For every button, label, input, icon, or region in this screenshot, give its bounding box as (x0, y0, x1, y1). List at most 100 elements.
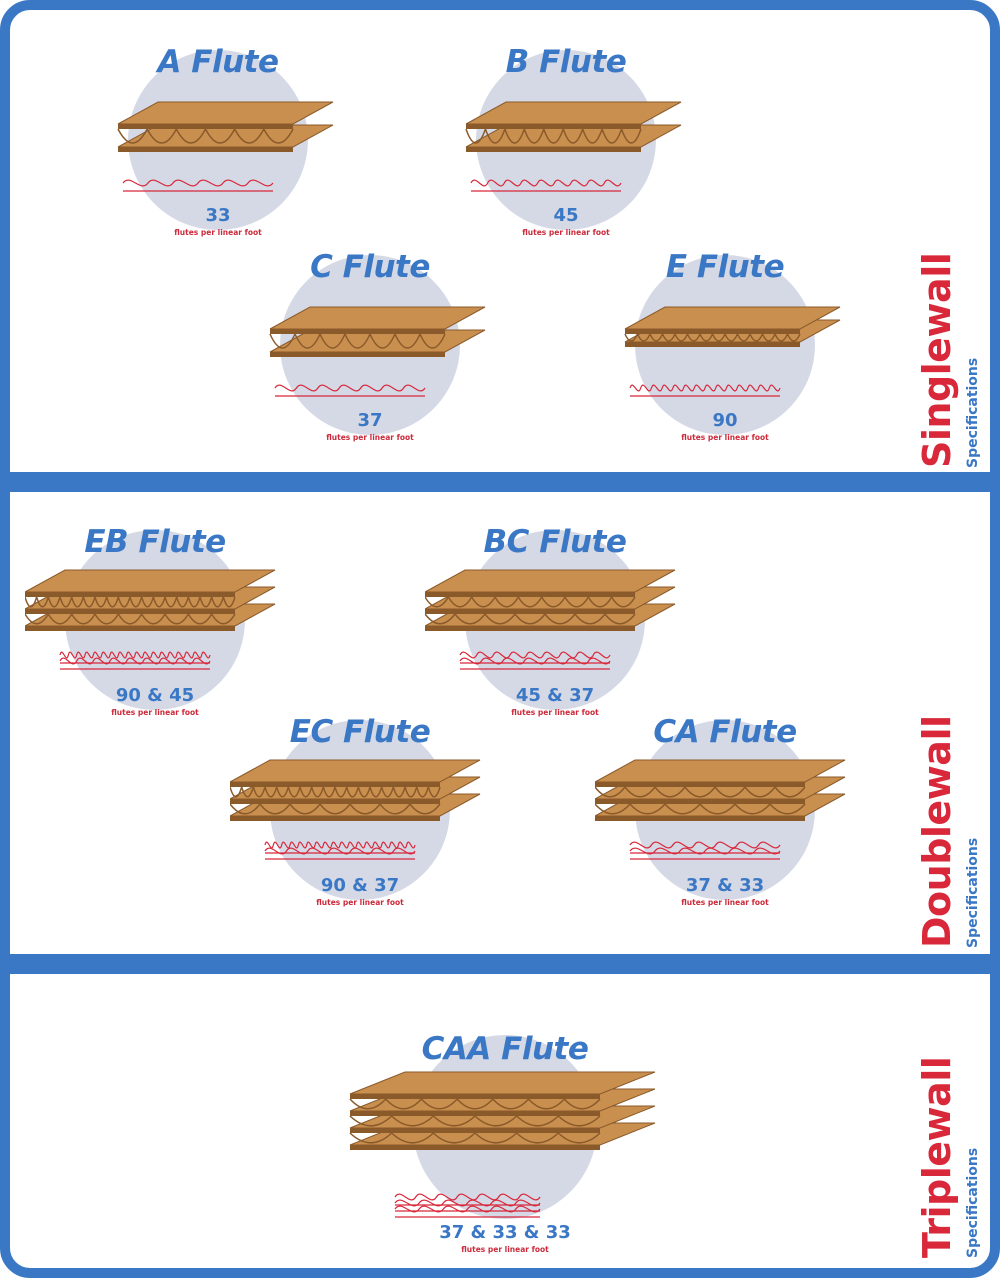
section-label-doublewall: Doublewall Specifications (905, 700, 985, 950)
sheet-edge (25, 609, 235, 614)
flute-wave (394, 1199, 541, 1207)
flute-illustration (230, 720, 481, 900)
flute-count: 90 & 37 (320, 875, 400, 896)
section-title: Singlewall (915, 252, 959, 468)
flute-illustration (269, 255, 486, 435)
flute-wave (274, 384, 426, 392)
flute-wave (629, 847, 781, 855)
sheet-edge (425, 626, 635, 631)
flute-unit: flutes per linear foot (461, 1245, 549, 1254)
sheet-edge (425, 592, 635, 597)
flute-title: A Flute (157, 44, 280, 80)
corrugated-medium (624, 332, 801, 342)
flute-illustration (465, 50, 682, 230)
sheet-edge (25, 626, 235, 631)
sheet-edge (625, 342, 800, 347)
flute-wave (394, 1193, 541, 1201)
flute-card: EB Flute 90 & 45 flutes per linear foot (25, 520, 285, 750)
flute-wave (264, 841, 416, 849)
flute-unit: flutes per linear foot (316, 898, 404, 907)
sheet-edge (350, 1128, 600, 1133)
flute-card: EC Flute 90 & 37 flutes per linear foot (230, 710, 490, 940)
sheet-edge (230, 799, 440, 804)
sheet-edge (118, 124, 293, 129)
flute-unit: flutes per linear foot (326, 433, 414, 442)
corrugated-medium (349, 1114, 601, 1127)
flute-illustration (595, 720, 846, 900)
sheet-edge (466, 124, 641, 129)
flute-count: 37 & 33 & 33 (439, 1222, 571, 1243)
flute-count: 33 (205, 205, 231, 226)
flute-title: EB Flute (84, 524, 226, 560)
section-title: Triplewall (915, 1056, 959, 1258)
flute-wave (264, 847, 416, 855)
flute-title: CAA Flute (421, 1031, 589, 1067)
flute-unit: flutes per linear foot (511, 708, 599, 717)
flute-count: 45 & 37 (515, 685, 595, 706)
flute-wave (59, 657, 211, 665)
sheet-edge (350, 1111, 600, 1116)
corrugated-medium (25, 594, 236, 608)
section-subtitle: Specifications (965, 837, 981, 948)
flute-card: CAA Flute 37 & 33 & 33 flutes per linear f… (345, 1027, 665, 1267)
flute-card: B Flute 45 flutes per linear foot (446, 40, 686, 270)
liner-sheet (230, 759, 481, 783)
sheet-edge (595, 782, 805, 787)
corrugated-medium (25, 612, 236, 625)
flute-wave (459, 651, 611, 659)
sheet-edge (425, 609, 635, 614)
corrugated-medium (230, 784, 441, 798)
flute-illustration (117, 50, 334, 230)
flute-unit: flutes per linear foot (522, 228, 610, 237)
section-title: Doublewall (915, 715, 959, 949)
sheet-edge (350, 1094, 600, 1099)
flute-count: 45 (553, 205, 579, 226)
sheet-edge (595, 816, 805, 821)
sheet-edge (270, 329, 445, 334)
flute-count: 90 & 45 (115, 685, 195, 706)
section-divider (0, 472, 1000, 492)
corrugated-medium (425, 612, 636, 625)
flute-illustration (624, 255, 841, 435)
liner-sheet (425, 569, 676, 593)
section-label-triplewall: Triplewall Specifications (905, 1040, 985, 1260)
corrugated-medium (465, 126, 642, 144)
flute-title: E Flute (665, 249, 785, 285)
flute-wave (59, 651, 211, 659)
flute-wave (459, 657, 611, 665)
corrugated-medium (425, 595, 636, 608)
flute-title: B Flute (505, 44, 627, 80)
sheet-edge (625, 329, 800, 334)
flute-count: 37 (357, 410, 383, 431)
flute-wave (122, 179, 274, 187)
section-subtitle: Specifications (965, 357, 981, 468)
corrugated-medium (595, 802, 806, 815)
corrugated-medium (349, 1097, 601, 1110)
flute-illustration (349, 1035, 656, 1219)
flute-title: CA Flute (653, 714, 797, 750)
flute-card: C Flute 37 flutes per linear foot (250, 245, 490, 475)
corrugated-medium (117, 127, 294, 144)
liner-sheet (595, 759, 846, 783)
flute-unit: flutes per linear foot (111, 708, 199, 717)
flute-unit: flutes per linear foot (174, 228, 262, 237)
flute-title: EC Flute (289, 714, 431, 750)
flute-unit: flutes per linear foot (681, 433, 769, 442)
section-divider (0, 954, 1000, 974)
sheet-edge (595, 799, 805, 804)
corrugated-medium (230, 802, 441, 815)
sheet-edge (350, 1145, 600, 1150)
sheet-edge (118, 147, 293, 152)
corrugated-medium (269, 332, 446, 349)
flute-wave (394, 1205, 541, 1213)
corrugated-medium (349, 1131, 601, 1144)
flute-wave (629, 384, 781, 392)
sheet-edge (466, 147, 641, 152)
flute-title: C Flute (310, 249, 430, 285)
liner-sheet (25, 569, 276, 593)
section-label-singlewall: Singlewall Specifications (905, 230, 985, 470)
